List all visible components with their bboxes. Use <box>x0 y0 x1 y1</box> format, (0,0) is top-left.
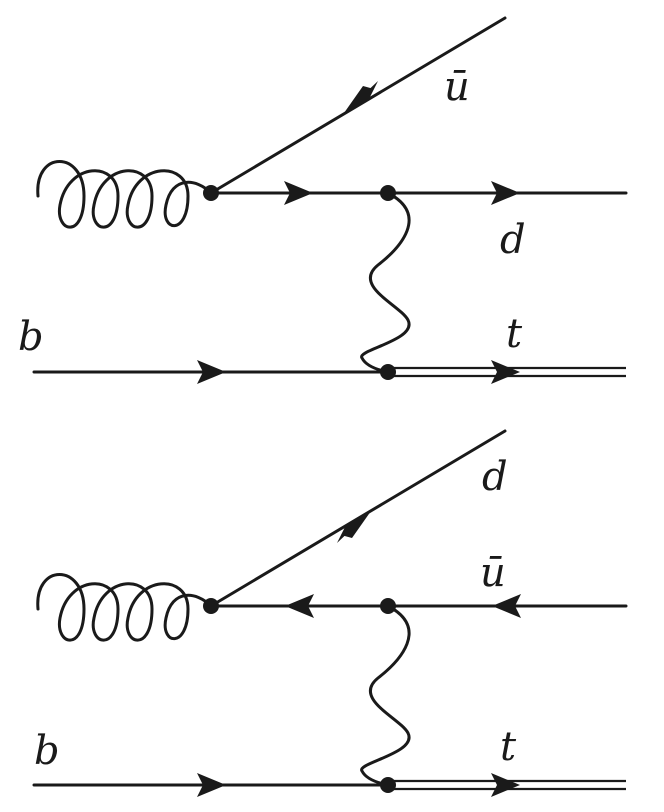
vertex-w-lower <box>380 777 396 793</box>
antiquark-line-top <box>209 16 507 195</box>
arrow-top-quark <box>491 773 520 797</box>
label-middle-right: d <box>500 217 526 263</box>
vertex-gluon <box>203 598 219 614</box>
label-top-right: d <box>482 454 508 500</box>
diagram-1: ū d b t <box>18 16 628 384</box>
vertex-w-lower <box>380 364 396 380</box>
arrow-antiquark-middle-right <box>492 594 521 618</box>
arrow-b-quark <box>197 773 226 797</box>
w-boson-line <box>360 604 411 787</box>
gluon-line <box>36 160 213 229</box>
label-top-right: ū <box>444 64 470 110</box>
arrow-antiquark-top-tip <box>344 86 374 113</box>
label-bottom-left: b <box>18 314 44 360</box>
arrow-quark-middle-left <box>284 181 313 205</box>
label-middle-right: ū <box>480 550 506 596</box>
vertex-w-upper <box>380 185 396 201</box>
label-bottom-right: t <box>506 311 523 357</box>
w-boson-line <box>360 191 411 374</box>
arrow-antiquark-middle-left <box>285 594 314 618</box>
arrow-quark-top-tip <box>341 511 371 538</box>
diagram-2: d ū b t <box>32 429 628 797</box>
arrow-quark-middle-right <box>491 181 520 205</box>
vertex-w-upper <box>380 598 396 614</box>
arrow-b-quark <box>197 360 226 384</box>
gluon-line <box>36 573 213 642</box>
arrow-top-quark <box>491 360 520 384</box>
vertex-gluon <box>203 185 219 201</box>
label-bottom-left: b <box>34 728 60 774</box>
label-bottom-right: t <box>500 724 517 770</box>
quark-line-top <box>209 429 507 608</box>
